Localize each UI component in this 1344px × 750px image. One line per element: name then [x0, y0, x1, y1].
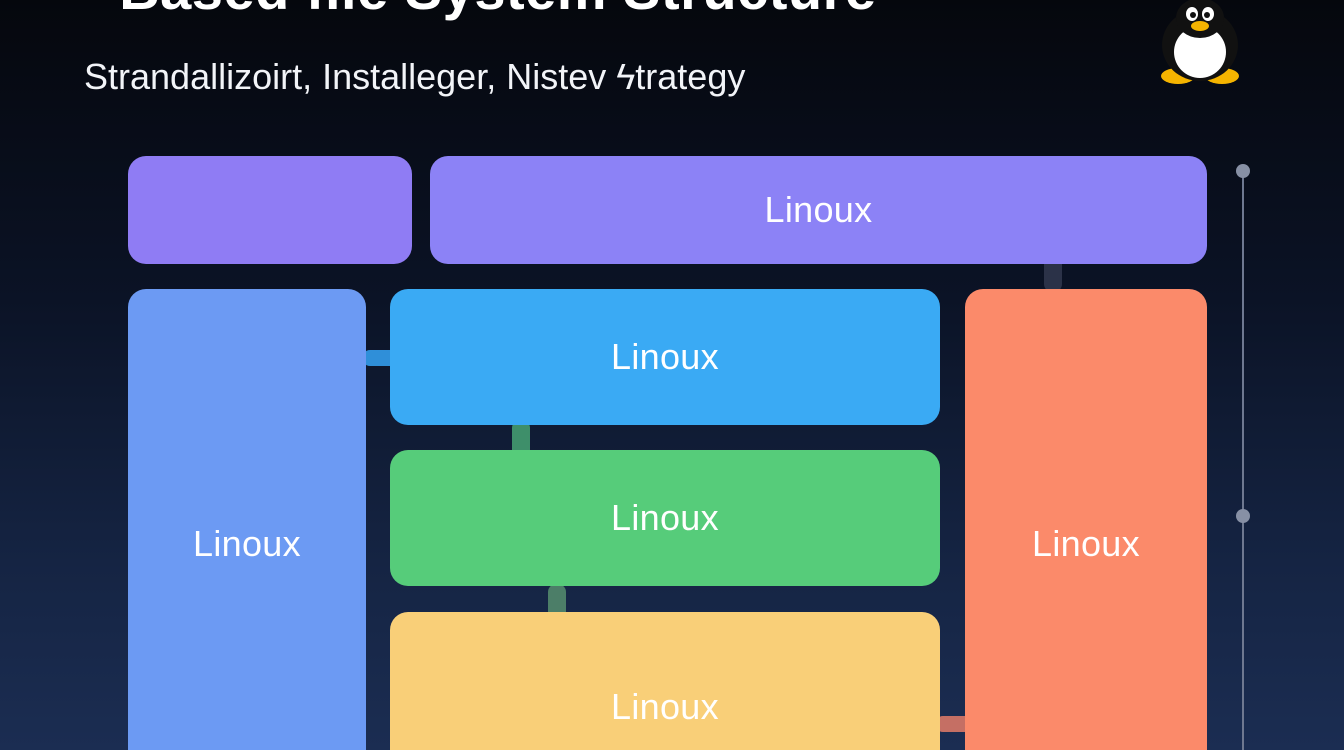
timeline-dot-middle — [1236, 509, 1250, 523]
block-middle-green[interactable]: Linoux — [390, 450, 940, 586]
tux-penguin-icon — [1161, 0, 1239, 84]
block-middle-blue[interactable]: Linoux — [390, 289, 940, 425]
block-top-left[interactable] — [128, 156, 412, 264]
block-middle-yellow[interactable]: Linoux — [390, 612, 940, 750]
block-middle-yellow-label: Linoux — [611, 686, 719, 727]
block-middle-blue-label: Linoux — [611, 336, 719, 377]
block-top-wide[interactable]: Linoux — [430, 156, 1207, 264]
block-top-wide-label: Linoux — [764, 189, 873, 230]
timeline-line — [1242, 170, 1244, 750]
block-middle-green-label: Linoux — [611, 497, 719, 538]
block-right-orange[interactable]: Linoux — [965, 289, 1207, 750]
page-title: - Based file System Structure — [84, 0, 877, 18]
timeline-dot-top — [1236, 164, 1250, 178]
block-left-tall[interactable]: Linoux — [128, 289, 366, 750]
page-subtitle: Strandallizoirt, Installeger, Nistev ϟtr… — [84, 56, 746, 97]
block-right-orange-label: Linoux — [1032, 523, 1140, 564]
block-left-tall-label: Linoux — [193, 523, 301, 564]
